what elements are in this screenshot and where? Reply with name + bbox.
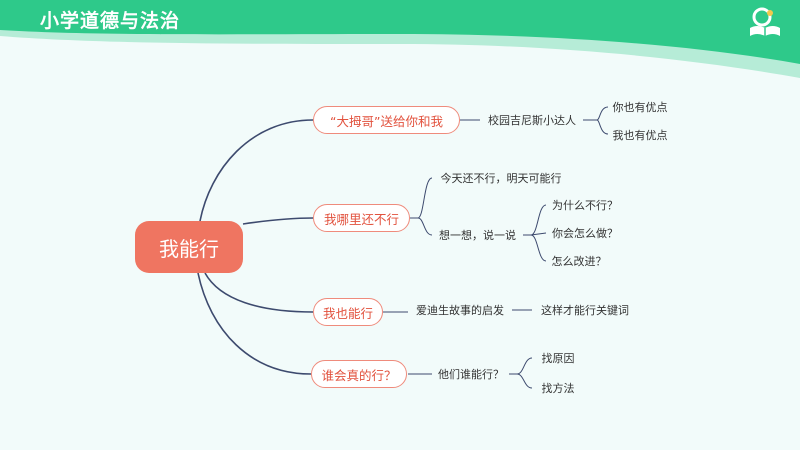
branch-node-1: “大拇哥”送给你和我 [313,106,460,134]
connector-root-b3 [204,272,314,313]
leaf-node-4-1-1: 找原因 [541,352,575,365]
page-title: 小学道德与法治 [40,10,181,32]
leaf-node-2-2: 想一想，说一说 [439,229,516,242]
leaf-node-3-1: 爱迪生故事的启发 [416,304,504,317]
leaf-node-1-1-1: 你也有优点 [612,101,668,114]
book-logo-icon [750,7,780,36]
leaf-node-1-1: 校园吉尼斯小达人 [488,114,576,127]
leaf-node-4-1: 他们谁能行？ [438,368,504,381]
leaf-node-2-2-2: 你会怎么做？ [552,227,618,240]
connector-root-b1 [199,119,314,222]
mindmap-root: 我能行 [135,221,243,273]
leaf-node-2-2-1: 为什么不行？ [552,199,618,212]
header-background [0,0,800,78]
branch-node-4: 谁会真的行？ [311,360,407,388]
leaf-node-4-1-2: 找方法 [541,382,575,395]
connector-root-b4 [197,272,312,375]
leaf-node-3-1-1: 这样才能行关键词 [541,304,629,317]
branch-node-3: 我也能行 [313,298,383,326]
leaf-node-2-1: 今天还不行，明天可能行 [440,172,562,185]
leaf-node-2-2-3: 怎么改进？ [551,255,607,268]
branch-node-2: 我哪里还不行 [313,204,410,232]
connector-root-b2 [242,217,314,225]
leaf-node-1-1-2: 我也有优点 [612,129,668,142]
